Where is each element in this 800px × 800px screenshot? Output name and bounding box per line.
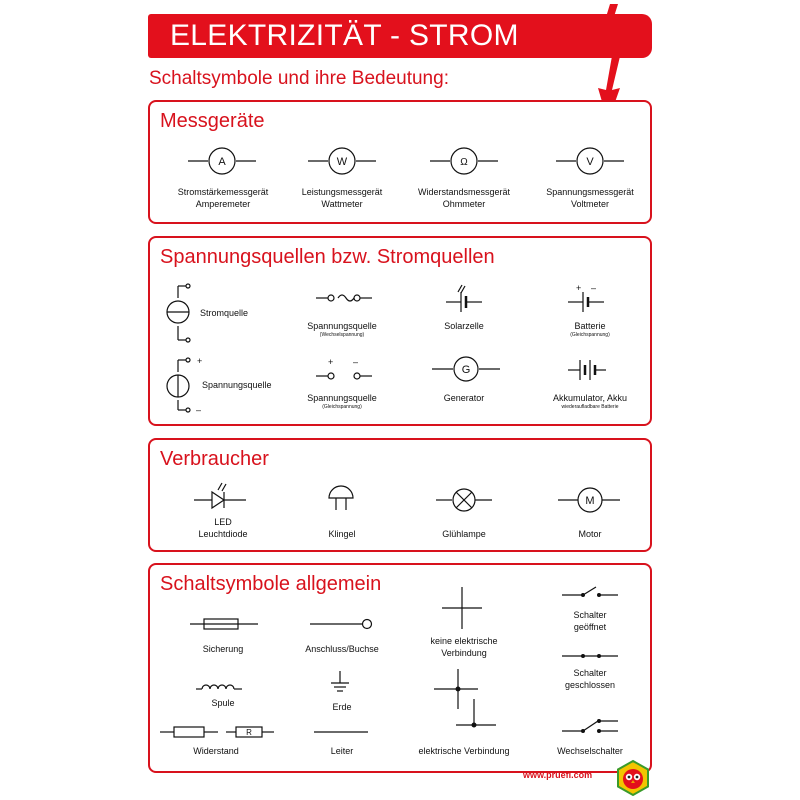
wire-label: Leiter — [330, 746, 354, 756]
ac-source-label: Spannungsquelle(Wechselspannung) — [307, 321, 377, 338]
resistor-label: Widerstand — [193, 746, 239, 756]
resistor-letter: R — [246, 728, 252, 737]
plus-sign: + — [197, 356, 202, 366]
solar-cell-symbol — [446, 284, 482, 312]
switch-open-symbol — [562, 586, 618, 597]
minus-sign: – — [591, 283, 596, 293]
plus-sign: + — [328, 357, 333, 367]
voltage-source-symbol: + – — [166, 356, 202, 415]
ground-label: Erde — [332, 702, 352, 712]
voltmeter-letter: V — [586, 156, 594, 168]
wire-symbol — [314, 731, 368, 733]
solar-cell-label: Solarzelle — [444, 321, 484, 331]
dc-source-label: Spannungsquelle(Gleichspannung) — [307, 393, 377, 410]
minus-sign: – — [353, 357, 358, 367]
changeover-switch-label: Wechselschalter — [557, 746, 623, 756]
connection-symbol — [434, 669, 496, 728]
current-source-symbol — [166, 283, 191, 343]
voltage-source-label: Spannungsquelle — [202, 380, 272, 390]
footer-url-link[interactable]: www.pruefl.com — [523, 770, 593, 780]
ammeter-symbol: A — [188, 147, 256, 175]
bell-symbol — [328, 485, 354, 510]
page-title: ELEKTRIZITÄT - STROM — [170, 19, 519, 52]
lamp-label: Glühlampe — [442, 529, 486, 539]
fuse-symbol — [190, 618, 258, 630]
generator-label: Generator — [443, 393, 485, 403]
ohmmeter-symbol: Ω — [430, 147, 498, 175]
connection-label: elektrische Verbindung — [418, 746, 510, 756]
section-title: Verbraucher — [160, 448, 269, 470]
led-symbol — [194, 482, 246, 510]
ac-source-symbol — [316, 294, 372, 302]
current-source-label: Stromquelle — [200, 308, 249, 318]
voltmeter-symbol: V — [556, 147, 624, 175]
section-title: Messgeräte — [160, 110, 265, 132]
motor-label: Motor — [578, 529, 602, 539]
plus-sign: + — [576, 283, 581, 293]
bell-label: Klingel — [328, 529, 356, 539]
ground-symbol — [331, 671, 349, 692]
resistor-symbol: R — [160, 726, 274, 738]
wattmeter-symbol: W — [308, 147, 376, 175]
wattmeter-letter: W — [337, 156, 348, 168]
owl-logo-icon — [617, 759, 649, 797]
ammeter-letter: A — [218, 156, 226, 168]
section-title: Spannungsquellen bzw. Stromquellen — [160, 246, 495, 268]
terminal-label: Anschluss/Buchse — [305, 644, 379, 654]
no-connection-symbol — [442, 587, 482, 629]
battery-symbol: + – — [568, 283, 604, 312]
section-title: Schaltsymbole allgemein — [160, 573, 382, 595]
generator-symbol: G — [432, 356, 500, 382]
accumulator-symbol — [568, 360, 606, 380]
minus-sign: – — [196, 405, 201, 415]
section-general-symbols: Schaltsymbole allgemein Sicherung Anschl… — [148, 563, 652, 773]
lightning-bolt-icon — [596, 4, 622, 122]
terminal-symbol — [310, 618, 373, 630]
switch-closed-symbol — [562, 654, 618, 658]
fuse-label: Sicherung — [202, 644, 244, 654]
coil-label: Spule — [211, 698, 235, 708]
ohmmeter-letter: Ω — [460, 157, 468, 168]
motor-letter: M — [585, 495, 594, 507]
changeover-switch-symbol — [562, 719, 618, 733]
motor-symbol: M — [558, 487, 620, 513]
generator-letter: G — [462, 364, 471, 376]
dc-source-symbol: + – — [316, 357, 372, 380]
coil-symbol — [196, 684, 242, 690]
battery-label: Batterie(Gleichspannung) — [570, 321, 610, 338]
section-voltage-sources: Spannungsquellen bzw. Stromquellen Strom… — [148, 236, 652, 426]
page-subtitle: Schaltsymbole und ihre Bedeutung: — [149, 68, 449, 89]
title-banner — [148, 14, 652, 58]
lamp-symbol — [436, 488, 492, 512]
